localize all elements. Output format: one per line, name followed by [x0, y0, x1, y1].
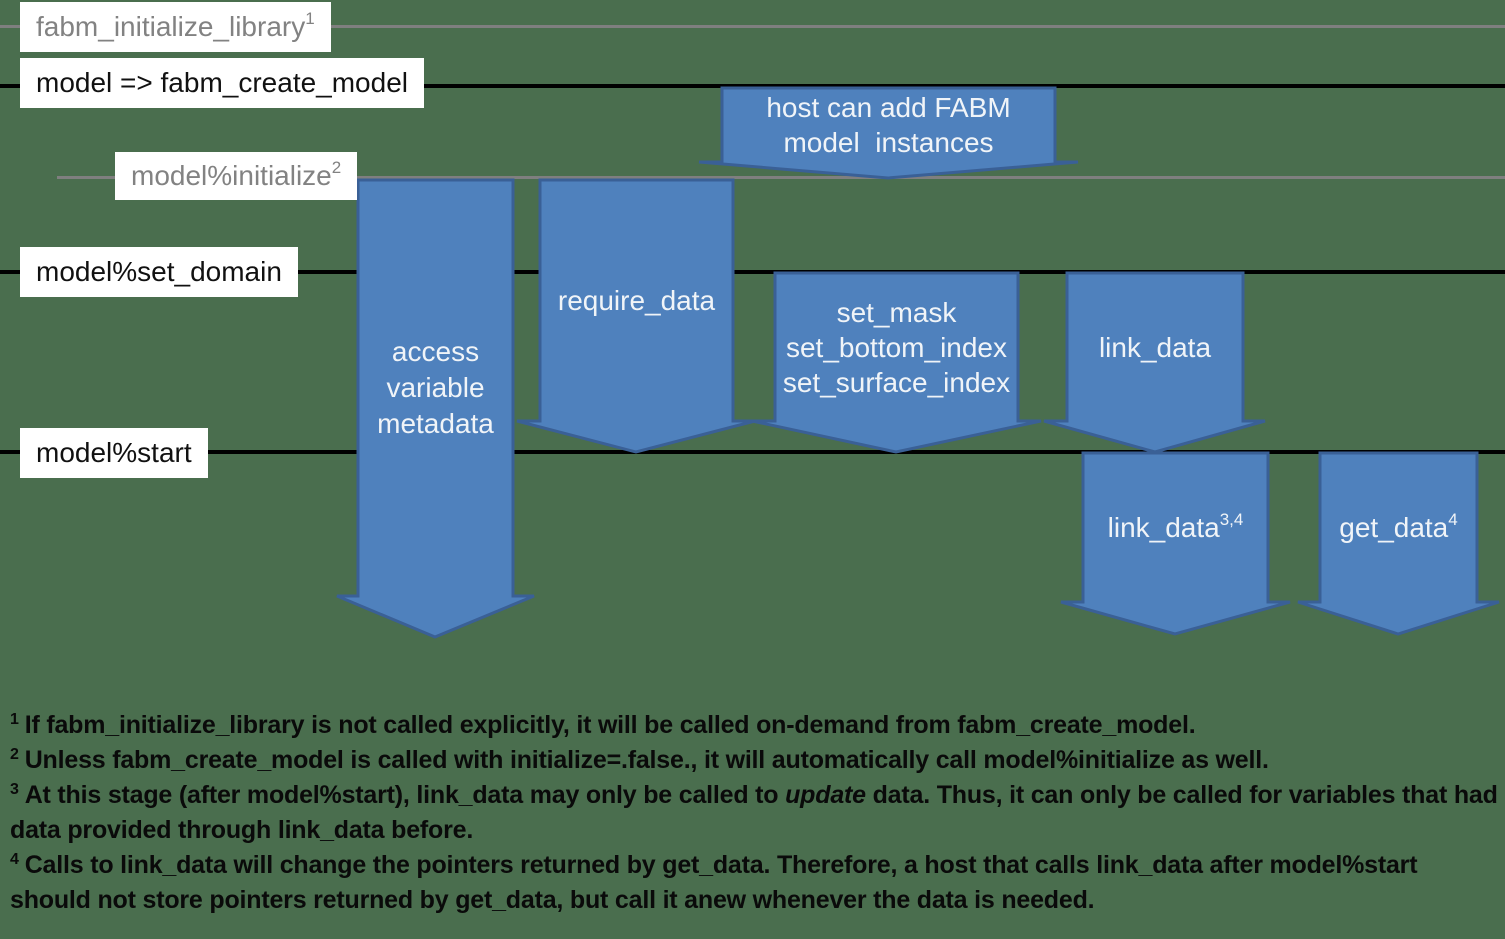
host-banner-arrow-shape: [698, 86, 1079, 180]
footnote-marker: 3: [10, 780, 19, 798]
label-model-start: model%start: [20, 428, 208, 478]
arrow-label-text: get_data4: [1339, 509, 1458, 543]
link-data-after-start-arrow-label: link_data3,4: [1083, 453, 1268, 602]
footnote-text: At this stage (after model%start), link_…: [24, 781, 786, 809]
set-mask-arrow-shape: [751, 271, 1042, 454]
get-data-arrow-label: get_data4: [1320, 453, 1477, 602]
footnote-marker: 2: [10, 745, 19, 763]
access-variable-metadata-arrow-shape: [336, 178, 535, 639]
arrow-label-line: host can add FABM: [766, 92, 1011, 123]
label-text: model => fabm_create_model: [36, 67, 408, 98]
label-text: model%start: [36, 437, 192, 468]
arrow-label-line: set_mask: [836, 296, 957, 328]
access-variable-metadata-arrow-label: access variable metadata: [358, 180, 513, 596]
arrow-label-line: set_surface_index: [782, 366, 1011, 398]
link-data-after-start-arrow-shape: [1060, 451, 1291, 636]
arrow-label-line: set_bottom_index: [785, 331, 1008, 363]
label-text: model%initialize: [131, 160, 332, 191]
arrow-label-line: link_data: [1098, 331, 1212, 363]
arrow-label-line: variable: [386, 372, 485, 403]
arrow-label-line: model instances: [783, 127, 994, 158]
require-data-arrow-shape: [516, 178, 756, 454]
arrow-label-text: link_data3,4: [1107, 509, 1244, 543]
footnote-text: data. Thus, it can only be called for va…: [10, 781, 1498, 844]
footnote: 3 At this stage (after model%start), link…: [10, 778, 1498, 848]
arrow-label-line: metadata: [377, 408, 494, 439]
footnote-text: update: [785, 781, 866, 809]
footnote: 2 Unless fabm_create_model is called with…: [10, 743, 1498, 778]
footnote-text: Unless fabm_create_model is called with …: [24, 746, 1269, 774]
footnote-text: Calls to link_data will change the point…: [10, 851, 1418, 914]
timeline-fabm-create-model: [0, 84, 1505, 88]
link-data-arrow-label: link_data: [1067, 273, 1243, 421]
label-fabm-create-model: model => fabm_create_model: [20, 58, 424, 108]
timeline-model-set-domain: [0, 270, 1505, 274]
label-model-set-domain: model%set_domain: [20, 247, 298, 297]
label-text: fabm_initialize_library: [36, 11, 306, 42]
footnote-marker: 4: [10, 850, 19, 868]
footnote-marker: 3,4: [1219, 509, 1244, 529]
footnote-marker: 2: [331, 157, 342, 177]
label-fabm-initialize-library: fabm_initialize_library1: [20, 2, 331, 52]
timeline-model-initialize: [57, 176, 1505, 179]
footnote-marker: 1: [305, 8, 315, 28]
timeline-model-start: [0, 450, 1505, 454]
footnotes: 1 If fabm_initialize_library is not calle…: [10, 708, 1498, 918]
footnote: 1 If fabm_initialize_library is not calle…: [10, 708, 1498, 743]
require-data-arrow-label: require_data: [540, 180, 733, 421]
host-banner-arrow-label: host can add FABM model instances: [722, 88, 1055, 162]
footnote-marker: 4: [1448, 509, 1458, 529]
get-data-arrow-shape: [1297, 451, 1500, 636]
label-model-initialize: model%initialize2: [115, 152, 358, 200]
footnote-marker: 1: [10, 710, 19, 728]
label-text: model%set_domain: [36, 256, 282, 287]
arrow-label-line: require_data: [557, 285, 716, 316]
link-data-arrow-shape: [1043, 271, 1266, 454]
footnote-text: If fabm_initialize_library is not called…: [24, 711, 1196, 739]
timeline-fabm-initialize-library: [0, 25, 1505, 28]
arrow-label-line: access: [391, 336, 480, 367]
